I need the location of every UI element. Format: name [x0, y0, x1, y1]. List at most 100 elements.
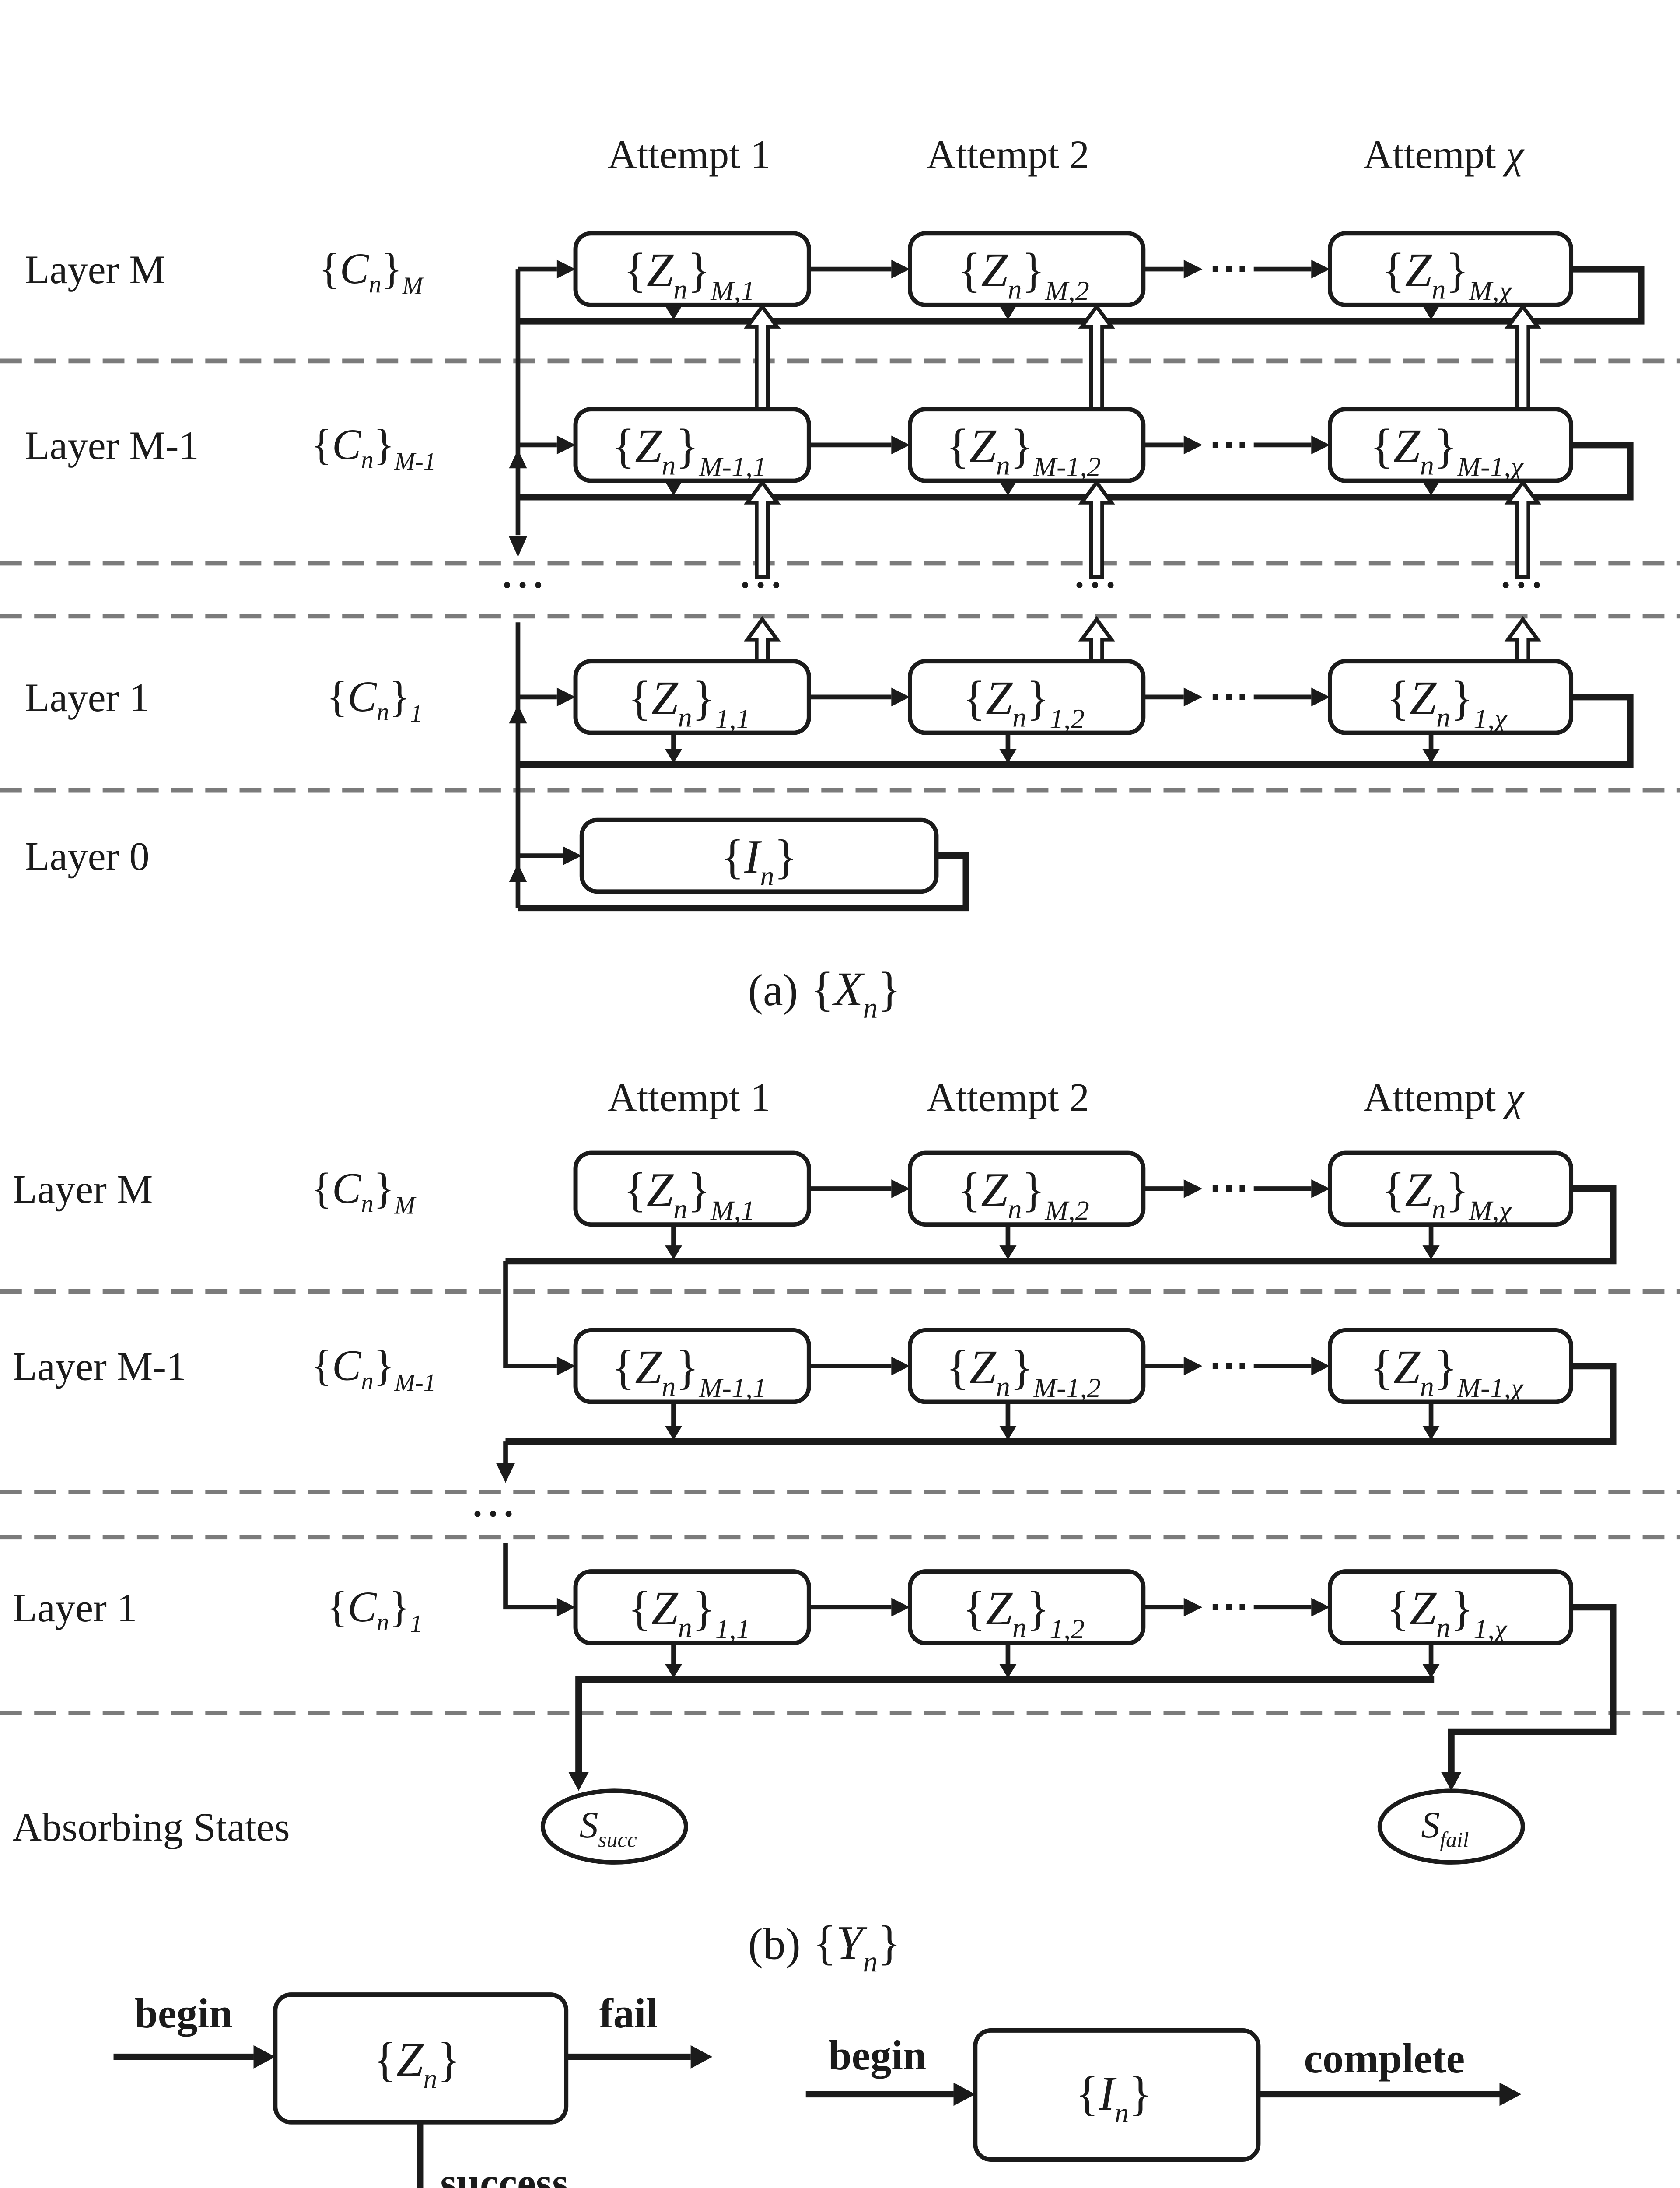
fig-a: Attempt 1 Attempt 2 Attempt χ — [0, 132, 1680, 1024]
codeword-set-label: {Cn}M — [311, 1164, 416, 1219]
chain-arrowhead — [1311, 1179, 1330, 1198]
up-arrowhead — [509, 705, 527, 724]
state-label: {Zn}M-1,χ — [1370, 1340, 1524, 1403]
state-label: {Zn}M-1,2 — [946, 1340, 1101, 1403]
vertical-ellipsis: ··· — [739, 565, 786, 606]
entry-arrowhead — [556, 687, 576, 707]
state-box — [907, 231, 1146, 307]
feedback-line — [518, 852, 970, 912]
chain-arrowhead — [1183, 259, 1203, 279]
entry-arrowhead — [556, 259, 576, 279]
chain-arrowhead — [891, 1357, 910, 1376]
hollow-up-arrow — [1504, 479, 1542, 579]
attempt-1-header: Attempt 1 — [608, 132, 770, 177]
state-box — [1327, 231, 1574, 307]
chain-ellipsis: ⋯ — [1209, 673, 1249, 718]
state-label: {Zn}M-1,1 — [612, 419, 766, 482]
attempt-2-header: Attempt 2 — [927, 1075, 1089, 1120]
caption-a: (a){Xn} — [748, 962, 901, 1024]
state-label: {Zn}M,2 — [958, 1163, 1089, 1226]
down-arrowhead — [1422, 749, 1440, 763]
entry-arrowhead — [556, 1357, 576, 1376]
chain-arrowhead — [1183, 1357, 1203, 1376]
complete-arrowhead — [1499, 2083, 1522, 2106]
chain-arrowhead — [1183, 1179, 1203, 1198]
state-label: {Zn}M,2 — [958, 243, 1089, 306]
hollow-up-arrow — [1504, 616, 1542, 663]
chain-ellipsis: ⋯ — [1209, 421, 1249, 466]
state-label: {Zn}M,χ — [1382, 1163, 1512, 1226]
entry-arrowhead — [556, 435, 576, 455]
initiation-box — [579, 817, 939, 894]
down-arrowhead — [999, 749, 1017, 763]
state-box — [1327, 407, 1574, 483]
down-arrowhead — [1422, 1426, 1440, 1440]
begin-label: begin — [135, 1990, 233, 2037]
up-arrowhead — [509, 449, 527, 469]
fig-d: {In} begin complete (d){In} — [805, 2028, 1522, 2162]
chain-arrowhead — [1311, 1598, 1330, 1617]
fail-label: fail — [599, 1990, 658, 2037]
attempt-chi-header: Attempt χ — [1363, 1075, 1525, 1120]
begin-label: begin — [828, 2032, 926, 2079]
absorbing-state-succ — [540, 1788, 688, 1865]
down-arrowhead — [1422, 1245, 1440, 1260]
down-arrowhead — [665, 305, 682, 320]
z-process-label: {Zn} — [373, 2033, 460, 2094]
state-box — [907, 659, 1146, 735]
chain-ellipsis: ⋯ — [1209, 1584, 1249, 1628]
chain-arrowhead — [1311, 435, 1330, 455]
state-label: {Zn}1,χ — [1386, 671, 1508, 734]
down-arrowhead — [999, 1426, 1017, 1440]
caption-b: (b){Yn} — [748, 1916, 901, 1978]
state-label: {Zn}M,1 — [623, 243, 755, 306]
hollow-up-arrow — [744, 616, 781, 663]
attempt-2-header: Attempt 2 — [927, 132, 1089, 177]
layer-label: Layer 1 — [25, 675, 150, 720]
hollow-up-arrow — [1078, 303, 1115, 411]
layer-label: Layer 1 — [12, 1585, 137, 1630]
down-arrowhead — [568, 1772, 589, 1791]
success-label: success — [440, 2159, 568, 2188]
vertical-ellipsis: ··· — [471, 1494, 518, 1535]
layer-label: Layer M — [12, 1167, 153, 1211]
down-arrowhead — [665, 1426, 682, 1440]
down-arrowhead — [1422, 305, 1440, 320]
down-arrowhead — [1422, 481, 1440, 496]
hollow-up-arrow — [1504, 303, 1542, 411]
layer-label: Layer M-1 — [25, 423, 199, 468]
down-arrowhead — [665, 749, 682, 763]
codeword-set-label: {Cn}M — [319, 244, 424, 300]
chain-ellipsis: ⋯ — [1209, 1343, 1249, 1387]
state-label: {Zn}M-1,2 — [946, 419, 1101, 482]
state-label: {Zn}M-1,1 — [612, 1340, 766, 1403]
hollow-up-arrow — [744, 303, 781, 411]
feedback-line — [518, 694, 1634, 768]
initiation-label: {In} — [721, 830, 798, 891]
layer-step-arrow — [503, 1261, 557, 1369]
codeword-set-label: {Cn}1 — [327, 1582, 423, 1638]
down-arrowhead — [999, 481, 1017, 496]
state-label: {Zn}1,2 — [962, 1581, 1085, 1645]
s-succ-label: Ssucc — [580, 1805, 637, 1851]
chain-arrowhead — [891, 1598, 910, 1617]
state-label: {Zn}1,χ — [1386, 1581, 1508, 1645]
hollow-up-arrow — [1078, 616, 1115, 663]
s-fail-label: Sfail — [1421, 1805, 1469, 1851]
chain-arrowhead — [891, 687, 910, 707]
fig-c: {Zn} begin fail success (c){Zn} — [113, 1990, 713, 2188]
chain-arrowhead — [1183, 1598, 1203, 1617]
entry-arrowhead — [563, 846, 582, 865]
attempt-1-header: Attempt 1 — [608, 1075, 770, 1120]
codeword-set-label: {Cn}M-1 — [311, 1341, 436, 1397]
state-box — [907, 1328, 1146, 1404]
down-arrowhead — [665, 1245, 682, 1260]
chain-arrowhead — [1311, 1357, 1330, 1376]
codeword-set-label: {Cn}1 — [327, 672, 423, 728]
entry-arrowhead — [556, 1598, 576, 1617]
success-line — [575, 1676, 1435, 1774]
down-arrowhead — [999, 1245, 1017, 1260]
chain-arrowhead — [1183, 687, 1203, 707]
down-arrowhead — [508, 536, 528, 557]
up-arrowhead — [509, 863, 527, 882]
